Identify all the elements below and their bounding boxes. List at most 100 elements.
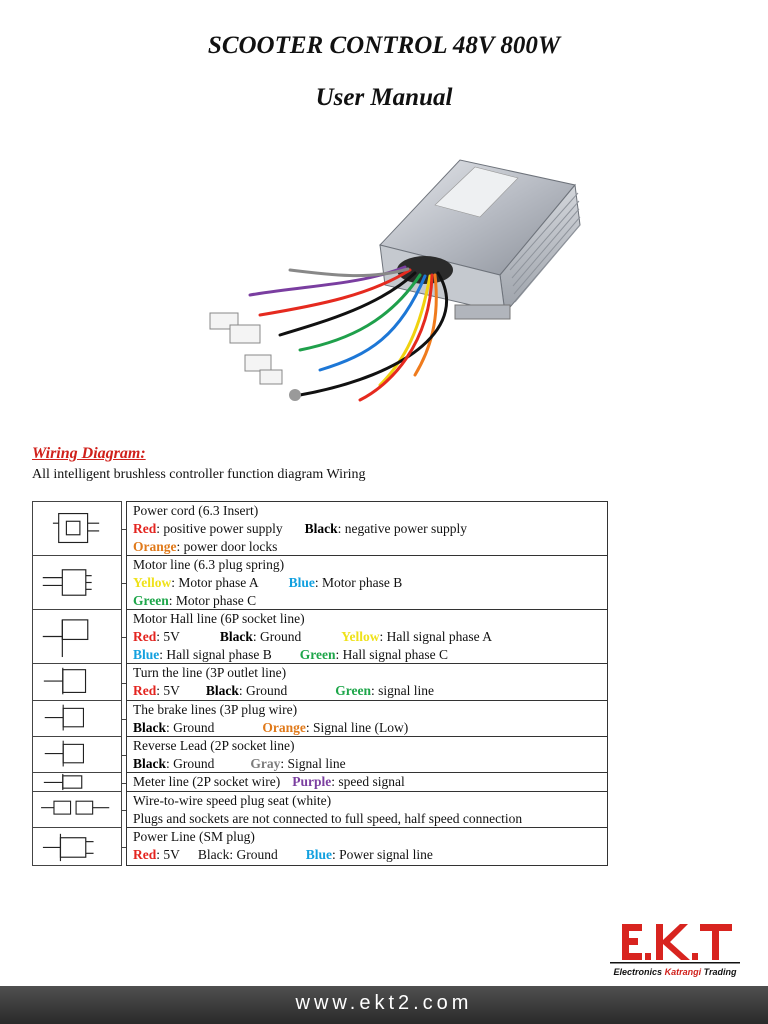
description-text: : Motor phase A	[171, 575, 259, 590]
footer-bar: www.ekt2.com	[0, 986, 768, 1024]
description-text: : negative power supply	[337, 521, 467, 536]
wire-color-label: Blue	[288, 575, 315, 590]
description-text: : Hall signal phase A	[379, 629, 492, 644]
description-text: : Signal line	[280, 756, 346, 771]
section-title: Wiring Diagram:	[32, 445, 146, 462]
wire-color-label: Green	[299, 647, 336, 662]
wiring-description: Power Line (SM plug) Red: 5V Black: Ground…	[126, 828, 608, 866]
wiring-row: Motor line (6.3 plug spring)Yellow: Moto…	[32, 556, 608, 610]
description-text: : positive power supply	[156, 521, 283, 536]
description-line: Motor Hall line (6P socket line)	[133, 610, 601, 628]
wire-color-label: Black	[219, 629, 253, 644]
wire-color-label: Yellow	[341, 629, 380, 644]
logo-tagline-word: Trading	[703, 967, 737, 977]
description-line: Black: Ground Gray: Signal line	[133, 755, 601, 773]
description-text: : 5V	[156, 629, 180, 644]
description-line: Orange: power door locks	[133, 538, 601, 556]
description-line: Turn the line (3P outlet line)	[133, 664, 601, 682]
description-line: Power cord (6.3 Insert)	[133, 502, 601, 520]
wire-color-label: Green	[133, 593, 169, 608]
wiring-row: Power cord (6.3 Insert) Red: positive pow…	[32, 501, 608, 556]
description-line: The brake lines (3P plug wire)	[133, 701, 601, 719]
wire-color-label: Blue	[305, 847, 333, 862]
wiring-row: Power Line (SM plug) Red: 5V Black: Ground…	[32, 828, 608, 866]
description-line: Plugs and sockets are not connected to f…	[133, 810, 601, 828]
logo-tagline-highlight: Katrangi	[664, 967, 702, 977]
description-text: : Motor phase B	[314, 575, 403, 590]
description-text: : Signal line (Low)	[305, 720, 409, 735]
leader-line	[122, 773, 126, 792]
description-text: Reverse Lead (2P socket line)	[133, 738, 295, 753]
connector-icon	[32, 664, 122, 701]
ekt-logo	[610, 924, 740, 968]
description-text: Plugs and sockets are not connected to f…	[133, 811, 523, 826]
wire-color-label: Black	[133, 756, 167, 771]
logo-tagline-word: Electronics	[613, 967, 663, 977]
connector-icon	[32, 501, 122, 556]
wire-color-label: Black	[205, 683, 239, 698]
connector-icon	[32, 828, 122, 866]
description-text: : Ground	[166, 756, 215, 771]
description-text: : 5V	[156, 847, 180, 862]
description-text: : speed signal	[331, 774, 405, 789]
wiring-description: Wire-to-wire speed plug seat (white) Plug…	[126, 792, 608, 828]
footer-url[interactable]: www.ekt2.com	[295, 992, 473, 1014]
description-line: Power Line (SM plug)	[133, 828, 601, 846]
wire-color-label: Purple	[292, 774, 332, 789]
wire-color-label: Orange	[133, 539, 177, 554]
description-text: : Ground	[238, 683, 288, 698]
description-line: Wire-to-wire speed plug seat (white)	[133, 792, 601, 810]
description-line: Green: Motor phase C	[133, 592, 601, 610]
wire-color-label: Yellow	[133, 575, 172, 590]
description-text: : 5V	[156, 683, 180, 698]
leader-line	[122, 792, 126, 828]
wiring-row: Reverse Lead (2P socket line) Black: Grou…	[32, 737, 608, 773]
wire-color-label: Green	[335, 683, 372, 698]
wire-color-label: Black	[133, 720, 167, 735]
wire-color-label: Gray	[250, 756, 281, 771]
description-text: Black: Ground	[197, 847, 278, 862]
description-text: : Hall signal phase C	[335, 647, 448, 662]
description-text: Meter line (2P socket wire)	[133, 774, 281, 789]
wire-color-label: Black	[304, 521, 338, 536]
description-text: : power door locks	[176, 539, 278, 554]
wiring-description: Reverse Lead (2P socket line) Black: Grou…	[126, 737, 608, 773]
connector-icon	[32, 701, 122, 737]
connector-icon	[32, 773, 122, 792]
description-text: Motor line (6.3 plug spring)	[133, 557, 285, 572]
description-text: : Ground	[166, 720, 215, 735]
description-text: Power Line (SM plug)	[133, 829, 255, 844]
description-line: Red: positive power supply Black: negativ…	[133, 520, 601, 538]
connector-icon	[32, 737, 122, 773]
wiring-row: The brake lines (3P plug wire)Black: Gro…	[32, 701, 608, 737]
leader-line	[122, 556, 126, 610]
wire-color-label: Orange	[262, 720, 306, 735]
wire-color-label: Red	[133, 521, 157, 536]
description-text: : signal line	[371, 683, 435, 698]
wire-color-label: Red	[133, 847, 157, 862]
description-text: Power cord (6.3 Insert)	[133, 503, 259, 518]
description-line: Meter line (2P socket wire) Purple: speed…	[133, 773, 601, 791]
connector-icon	[32, 792, 122, 828]
wiring-row: Meter line (2P socket wire) Purple: speed…	[32, 773, 608, 792]
description-text: Wire-to-wire speed plug seat (white)	[133, 793, 332, 808]
leader-line	[122, 828, 126, 866]
description-line: Yellow: Motor phase A Blue: Motor phase B	[133, 574, 601, 592]
description-text: Motor Hall line (6P socket line)	[133, 611, 305, 626]
description-text: : Ground	[252, 629, 302, 644]
description-line: Reverse Lead (2P socket line)	[133, 737, 601, 755]
wiring-description: Power cord (6.3 Insert) Red: positive pow…	[126, 501, 608, 556]
wiring-description: Motor line (6.3 plug spring)Yellow: Moto…	[126, 556, 608, 610]
leader-line	[122, 737, 126, 773]
leader-line	[122, 501, 126, 556]
connector-icon	[32, 610, 122, 664]
description-text: Turn the line (3P outlet line)	[133, 665, 287, 680]
leader-line	[122, 664, 126, 701]
description-line: Black: Ground Orange: Signal line (Low)	[133, 719, 601, 737]
